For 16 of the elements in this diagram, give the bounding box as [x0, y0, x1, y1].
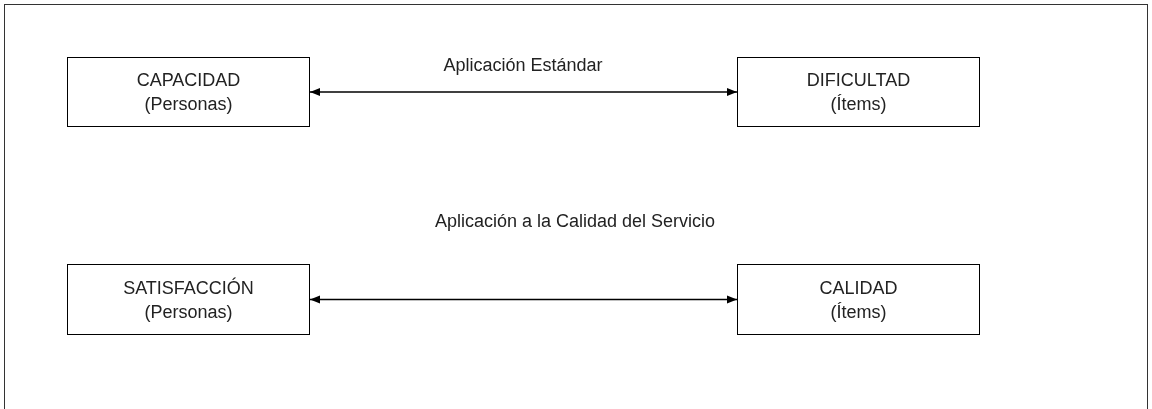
concept-box — [67, 264, 310, 335]
box-subtitle: (Ítems) — [830, 300, 887, 324]
double-arrow — [309, 88, 738, 96]
section-heading: Aplicación a la Calidad del Servicio — [433, 210, 717, 233]
box-title: DIFICULTAD — [806, 69, 911, 92]
concept-box — [737, 264, 980, 335]
box-title: CAPACIDAD — [136, 69, 241, 92]
concept-box — [737, 57, 980, 127]
box-subtitle: (Ítems) — [830, 93, 887, 116]
box-subtitle: (Personas) — [144, 93, 233, 116]
box-subtitle: (Personas) — [144, 300, 233, 324]
concept-box — [67, 57, 310, 127]
box-title: CALIDAD — [819, 276, 898, 300]
double-arrow — [309, 295, 738, 304]
section-heading: Aplicación Estándar — [442, 54, 604, 77]
box-title: SATISFACCIÓN — [123, 276, 254, 300]
